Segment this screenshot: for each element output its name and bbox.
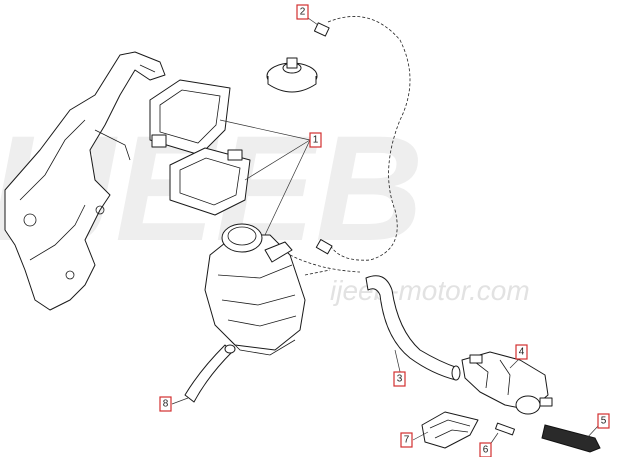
callout-2-label: 2: [300, 7, 306, 18]
callout-3: 3: [393, 371, 406, 387]
callout-7-label: 7: [404, 435, 410, 446]
callout-4-label: 4: [519, 347, 525, 358]
callout-5: 5: [597, 413, 610, 429]
callout-1-label: 1: [313, 135, 319, 146]
reservoir-cap: [266, 57, 318, 93]
callout-4: 4: [515, 344, 528, 360]
brake-fluid-reservoir: [204, 223, 306, 356]
callout-7: 7: [400, 432, 413, 448]
hose-connector-small: [313, 22, 330, 37]
clip-plate: [421, 411, 479, 449]
callout-8: 8: [159, 396, 172, 412]
long-hose: [365, 275, 461, 381]
mounting-bracket: [4, 51, 166, 311]
callout-3-label: 3: [397, 374, 403, 385]
short-hose: [184, 344, 236, 403]
watermark-site: ijeeb-motor.com: [330, 275, 530, 306]
callout-5-label: 5: [601, 416, 607, 427]
reservoir-gasket-upper: [149, 79, 231, 156]
callout-1: 1: [309, 132, 322, 148]
callout-2: 2: [296, 4, 309, 20]
callout-8-label: 8: [163, 399, 169, 410]
valve-assembly: [461, 351, 553, 415]
drain-hose: [541, 424, 601, 453]
inline-fitting: [315, 239, 333, 255]
callout-6-label: 6: [483, 445, 489, 456]
pin: [495, 422, 515, 436]
callout-6: 6: [479, 442, 492, 457]
routing-lines: [289, 16, 411, 276]
reservoir-gasket-lower: [169, 147, 251, 216]
